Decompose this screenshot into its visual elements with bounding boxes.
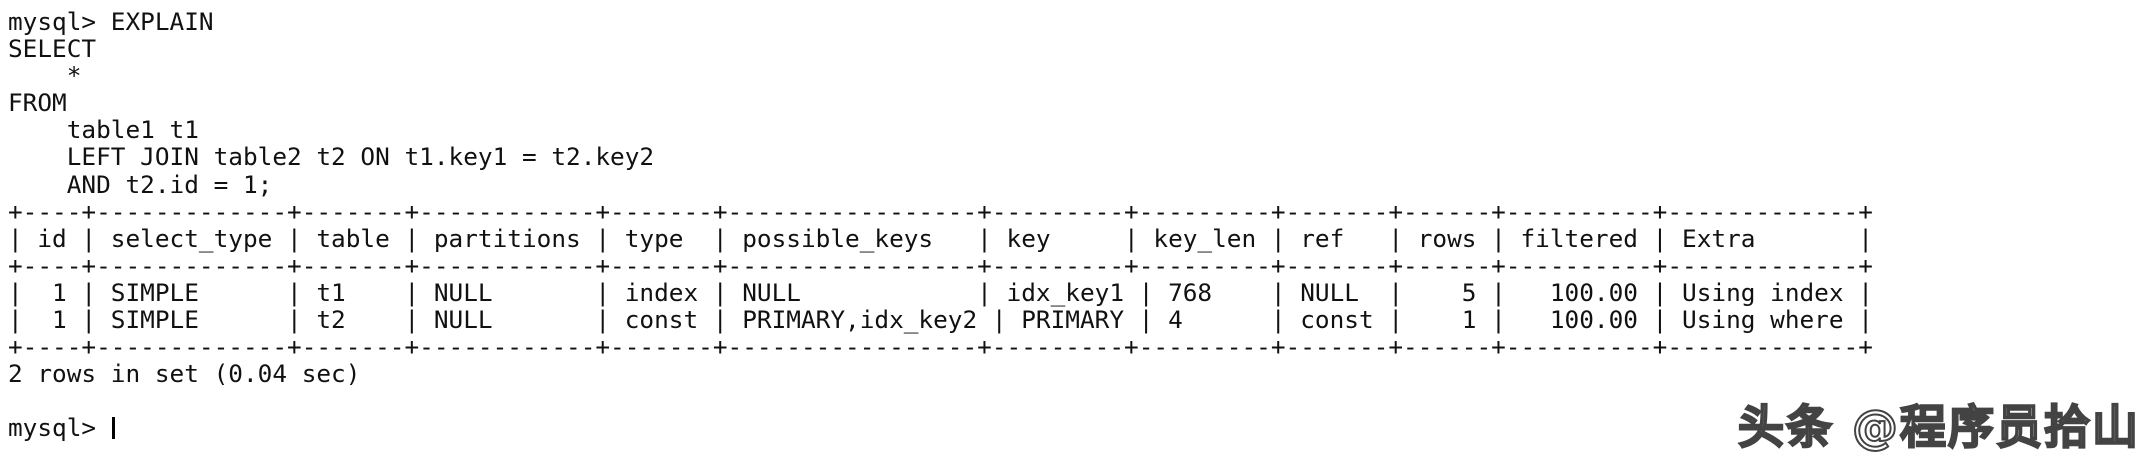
table-header-row: | id | select_type | table | partitions … bbox=[8, 223, 1873, 253]
blank-line bbox=[8, 387, 2154, 414]
table-row: | 1 | SIMPLE | t2 | NULL | const | PRIMA… bbox=[8, 305, 1873, 335]
query-line-explain: mysql> EXPLAIN bbox=[8, 7, 214, 36]
query-line-select: SELECT bbox=[8, 34, 97, 64]
table-row: | 1 | SIMPLE | t1 | NULL | index | NULL … bbox=[8, 277, 1873, 307]
query-line-and-condition: AND t2.id = 1; bbox=[8, 169, 273, 199]
query-line-from: FROM bbox=[8, 88, 67, 118]
query-line-star: * bbox=[8, 61, 82, 91]
table-border-header: +----+-------------+-------+------------… bbox=[8, 250, 1873, 280]
table-border-bottom: +----+-------------+-------+------------… bbox=[8, 332, 1873, 362]
query-line-table1: table1 t1 bbox=[8, 115, 199, 145]
prompt-label: mysql> bbox=[8, 413, 111, 443]
prompt-line[interactable]: mysql> bbox=[8, 414, 2154, 441]
text-cursor bbox=[111, 417, 115, 440]
table-border-top: +----+-------------+-------+------------… bbox=[8, 196, 1873, 226]
status-line: 2 rows in set (0.04 sec) bbox=[8, 359, 361, 389]
query-line-left-join: LEFT JOIN table2 t2 ON t1.key1 = t2.key2 bbox=[8, 142, 655, 172]
